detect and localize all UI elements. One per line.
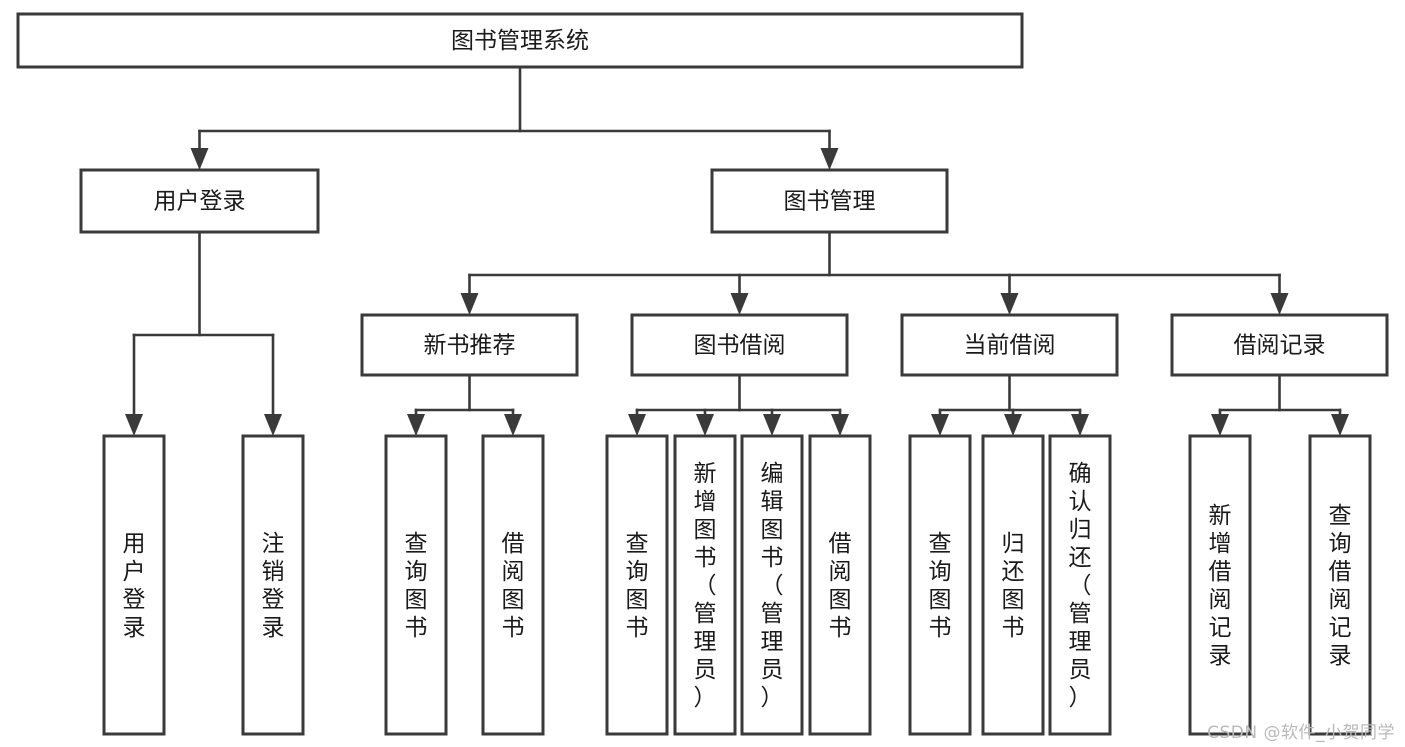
node-root[interactable]: 图书管理系统: [16, 12, 1024, 69]
leaf-book-borrow-3[interactable]: 编辑图书（管理员）: [740, 434, 804, 736]
leaf-book-borrow-2[interactable]: 新增图书（管理员）: [673, 434, 737, 736]
node-label: 用户登录: [154, 189, 246, 215]
leaf-new-book-2[interactable]: 借阅图书: [481, 434, 545, 736]
node-label: 注销登录: [262, 531, 285, 641]
node-label: 新增图书（管理员）: [694, 461, 717, 711]
node-label: 新书推荐: [424, 333, 516, 359]
node-label: 查询图书: [405, 531, 428, 641]
node-label: 当前借阅: [964, 333, 1056, 359]
leaf-current-borrow-3[interactable]: 确认归还（管理员）: [1048, 434, 1112, 736]
node-label: 编辑图书（管理员）: [761, 461, 784, 711]
node-label: 新增借阅记录: [1209, 503, 1232, 669]
leaf-book-borrow-1[interactable]: 查询图书: [605, 434, 669, 736]
leaf-borrow-record-1[interactable]: 新增借阅记录: [1188, 434, 1252, 736]
connector-layer: [125, 65, 1349, 436]
node-label: 查询借阅记录: [1329, 503, 1352, 669]
node-label: 确认归还（管理员）: [1069, 461, 1092, 711]
node-user-login[interactable]: 用户登录: [79, 168, 320, 234]
node-label: 归还图书: [1002, 531, 1025, 641]
node-current-borrow[interactable]: 当前借阅: [900, 313, 1119, 377]
node-label: 图书管理系统: [451, 28, 589, 54]
node-label: 图书管理: [784, 189, 876, 215]
node-label: 查询图书: [929, 531, 952, 641]
leaf-borrow-record-2[interactable]: 查询借阅记录: [1308, 434, 1372, 736]
leaf-user-login-2[interactable]: 注销登录: [241, 434, 305, 736]
csdn-watermark: CSDN @软件_小贺同学: [1207, 723, 1395, 743]
node-label: 用户登录: [123, 531, 146, 641]
node-label: 借阅记录: [1234, 333, 1326, 359]
node-new-book-recommend[interactable]: 新书推荐: [360, 313, 579, 377]
node-label: 借阅图书: [502, 531, 525, 641]
node-label: 查询图书: [626, 531, 649, 641]
leaf-book-borrow-4[interactable]: 借阅图书: [808, 434, 872, 736]
leaf-new-book-1[interactable]: 查询图书: [384, 434, 448, 736]
node-label: 借阅图书: [829, 531, 852, 641]
node-layer: 图书管理系统用户登录图书管理新书推荐图书借阅当前借阅借阅记录用户登录注销登录查询…: [16, 12, 1389, 736]
node-book-management[interactable]: 图书管理: [710, 168, 949, 234]
node-book-borrow[interactable]: 图书借阅: [630, 313, 849, 377]
node-borrow-record[interactable]: 借阅记录: [1170, 313, 1389, 377]
leaf-current-borrow-1[interactable]: 查询图书: [908, 434, 972, 736]
leaf-user-login-1[interactable]: 用户登录: [102, 434, 166, 736]
node-label: 图书借阅: [694, 333, 786, 359]
leaf-current-borrow-2[interactable]: 归还图书: [981, 434, 1045, 736]
